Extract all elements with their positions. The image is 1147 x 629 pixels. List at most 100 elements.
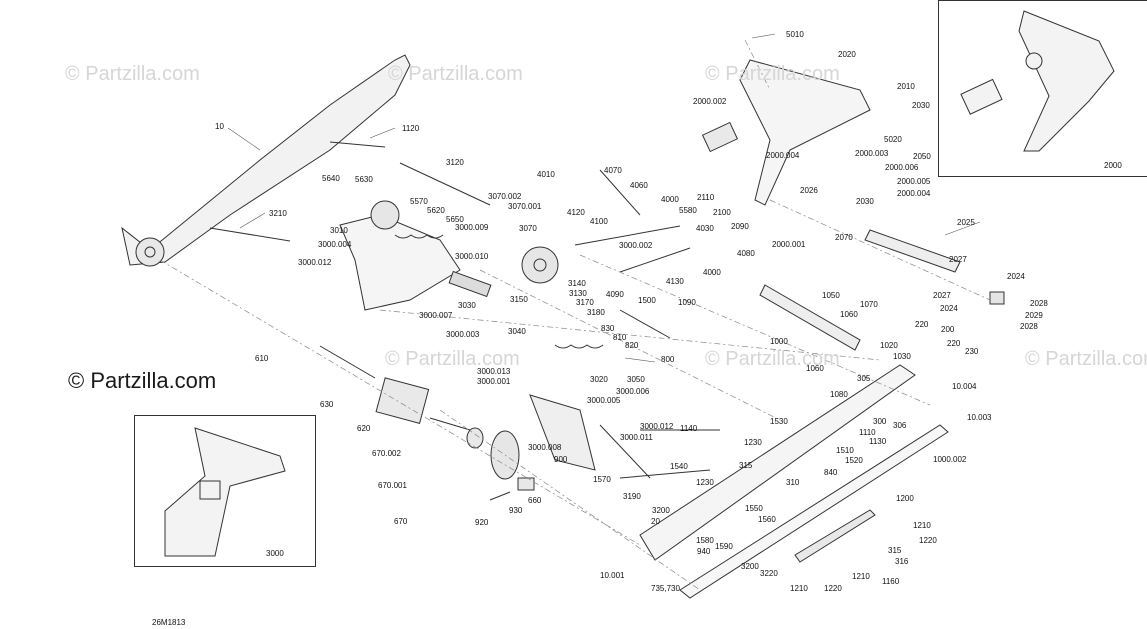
part-label: 670.001: [378, 481, 407, 490]
part-label: 1230: [696, 478, 714, 487]
part-label: 1510: [836, 446, 854, 455]
part-label: 3000.012: [298, 258, 332, 267]
inset-3000: 3000: [134, 415, 316, 567]
part-label: 920: [475, 518, 489, 527]
part-label: 3000.008: [528, 443, 562, 452]
part-label: 3070: [519, 224, 537, 233]
part-label: 316: [895, 557, 909, 566]
part-label: 3000.007: [419, 311, 453, 320]
part-label: 1540: [670, 462, 688, 471]
part-label: 1560: [758, 515, 776, 524]
part-label: 3050: [627, 375, 645, 384]
part-label: 930: [509, 506, 523, 515]
part-label: 2050: [913, 152, 931, 161]
part-label: 3040: [508, 327, 526, 336]
part-label: 4030: [696, 224, 714, 233]
part-label: 820: [625, 341, 639, 350]
rear-arm-rail: [121, 54, 411, 266]
part-label: 3210: [269, 209, 287, 218]
part-label: 230: [965, 347, 979, 356]
watermark: © Partzilla.com: [705, 63, 840, 85]
part-label: 3010: [330, 226, 348, 235]
part-label: 5020: [884, 135, 902, 144]
part-label: 940: [697, 547, 711, 556]
part-label: 800: [661, 355, 675, 364]
part-label: 4130: [666, 277, 684, 286]
part-label: 830: [601, 324, 615, 333]
part-label: 2110: [697, 193, 715, 202]
part-label: 1140: [680, 424, 698, 433]
inset-label: 2000: [1104, 161, 1122, 170]
part-label: 4010: [537, 170, 555, 179]
part-label: 1570: [593, 475, 611, 484]
part-label: 3180: [587, 308, 605, 317]
slide-rail-right: [639, 364, 916, 561]
part-label: 1230: [744, 438, 762, 447]
part-label: 3120: [446, 158, 464, 167]
part-label: 1210: [913, 521, 931, 530]
watermark: © Partzilla.com: [385, 348, 520, 370]
part-label: 3170: [576, 298, 594, 307]
part-label: 315: [739, 461, 753, 470]
part-label: 4100: [590, 217, 608, 226]
part-label: 810: [613, 333, 627, 342]
part-label: 735,730: [651, 584, 680, 593]
part-label: 3150: [510, 295, 528, 304]
shock-absorber: [864, 229, 961, 273]
part-label: 10: [215, 122, 224, 131]
part-label: 2026: [800, 186, 818, 195]
part-label: 3200: [741, 562, 759, 571]
part-label: 2000.004: [766, 151, 800, 160]
part-label: 3070.002: [488, 192, 522, 201]
part-label: 3190: [623, 492, 641, 501]
part-label: 3000.011: [620, 433, 653, 442]
part-label: 3070.001: [508, 202, 542, 211]
part-label: 1020: [880, 341, 898, 350]
part-label: 3000.009: [455, 223, 489, 232]
part-label: 2000.004: [897, 189, 931, 198]
part-label: 1000.002: [933, 455, 967, 464]
part-label: 3130: [569, 289, 587, 298]
inset-2000: 2000: [938, 0, 1147, 177]
part-label: 2027: [933, 291, 951, 300]
part-label: 4090: [606, 290, 624, 299]
part-label: 4000: [661, 195, 679, 204]
part-label: 670.002: [372, 449, 401, 458]
part-label: 1120: [402, 124, 420, 133]
part-label: 2000.002: [693, 97, 727, 106]
diagram-code: 26M1813: [152, 618, 186, 627]
part-label: 3140: [568, 279, 586, 288]
part-label: 1130: [869, 437, 887, 446]
part-label: 1220: [919, 536, 937, 545]
part-label: 2030: [912, 101, 930, 110]
part-label: 1220: [824, 584, 842, 593]
watermark-main: © Partzilla.com: [68, 368, 217, 393]
part-label: 3000.013: [477, 367, 511, 376]
part-label: 2000.005: [897, 177, 931, 186]
part-label: 2027: [949, 255, 967, 264]
part-label: 315: [888, 546, 902, 555]
part-label: 900: [554, 455, 568, 464]
part-label: 200: [941, 325, 955, 334]
slider-shoe: [794, 509, 876, 563]
part-label: 2000.001: [772, 240, 806, 249]
front-arm-frame: [339, 214, 461, 311]
part-label: 1520: [845, 456, 863, 465]
part-label: 1580: [696, 536, 714, 545]
part-label: 1000: [770, 337, 788, 346]
part-label: 2028: [1030, 299, 1048, 308]
part-label: 310: [786, 478, 800, 487]
part-label: 5620: [427, 206, 445, 215]
part-label: 1210: [852, 572, 870, 581]
part-label: 610: [255, 354, 269, 363]
part-label: 1110: [859, 428, 876, 437]
part-label: 2024: [940, 304, 958, 313]
inset-label: 3000: [266, 549, 284, 558]
part-label: 3000.003: [446, 330, 480, 339]
part-label: 1200: [896, 494, 914, 503]
part-label: 1590: [715, 542, 733, 551]
part-label: 2025: [957, 218, 975, 227]
part-label: 220: [915, 320, 929, 329]
